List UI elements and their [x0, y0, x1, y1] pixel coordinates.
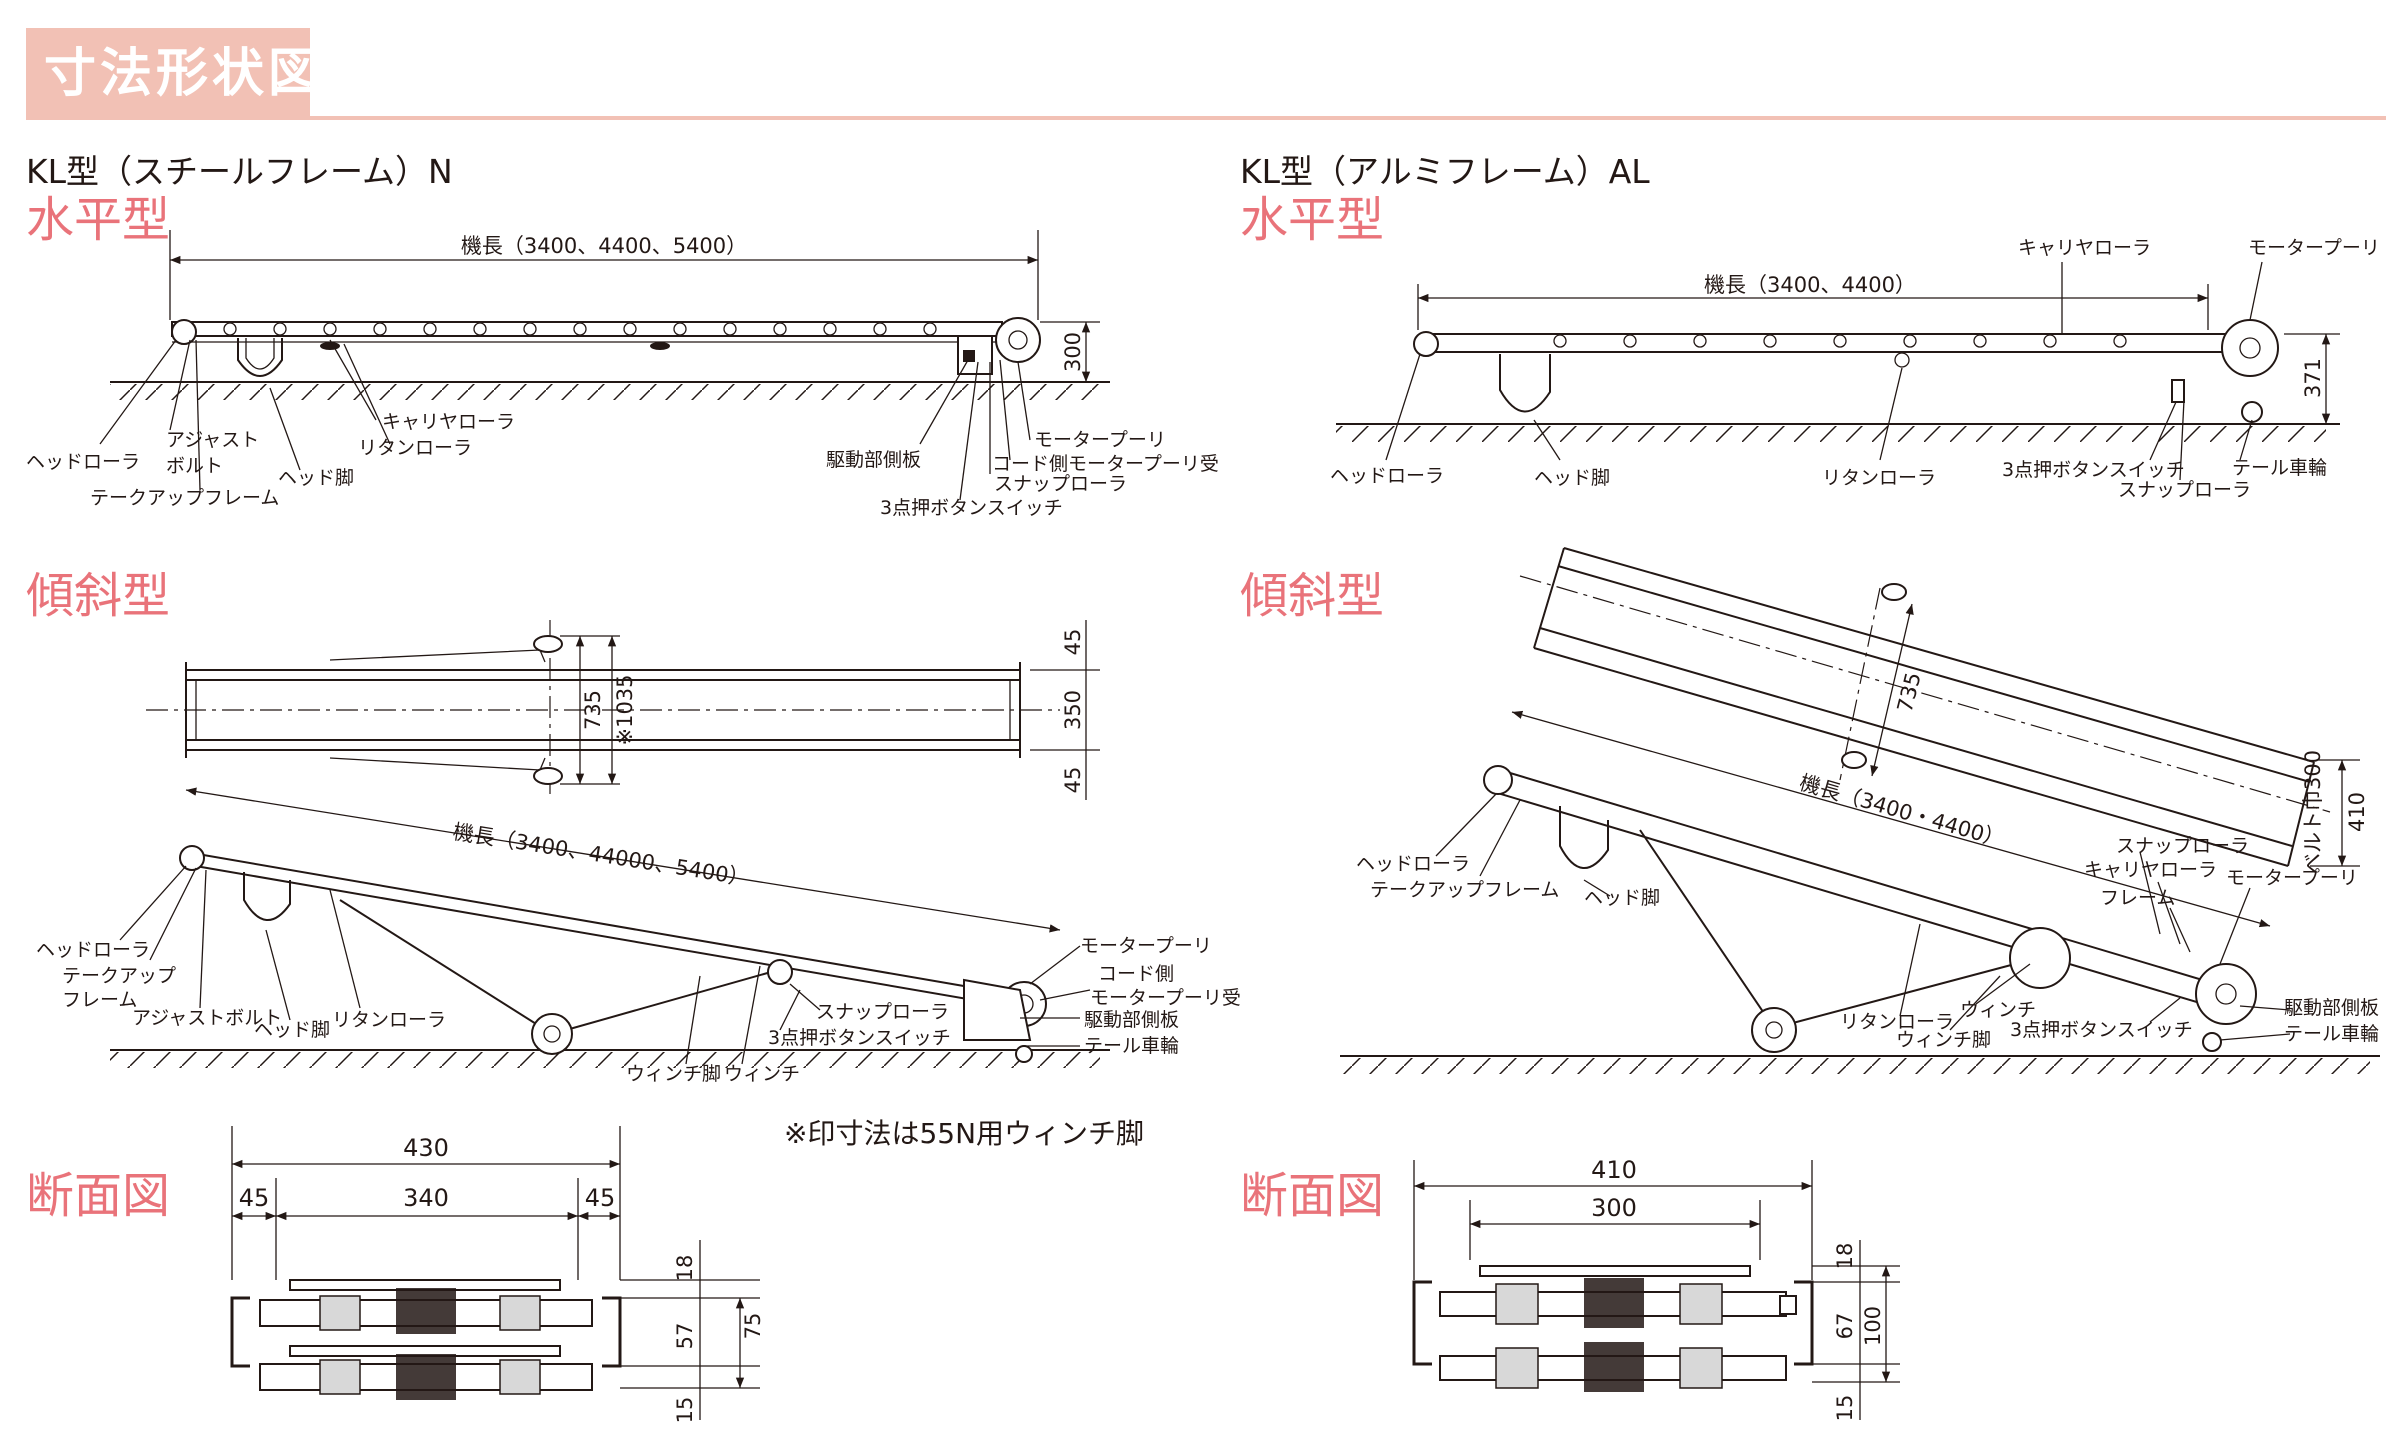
- left-section-title: 断面図: [26, 1168, 171, 1224]
- left-inclined-title: 傾斜型: [26, 568, 171, 624]
- right-horizontal-title: 水平型: [1240, 192, 1385, 248]
- left-h-label-head-leg: ヘッド脚: [278, 467, 354, 489]
- left-sec-dim-18: 18: [673, 1255, 697, 1282]
- right-i-label-tail-wheel: テール車輪: [2284, 1023, 2379, 1045]
- left-h-label-drive-plate: 駆動部側板: [826, 449, 921, 471]
- left-i-label-motor: モータープーリ: [1080, 935, 1212, 957]
- right-inclined-drawing: 735 ベルト巾300 410 機長（3400・4400）: [1340, 547, 2380, 1074]
- right-model-title: KL型（アルミフレーム）AL: [1240, 152, 1650, 191]
- right-i-label-drive-plate: 駆動部側板: [2284, 997, 2379, 1019]
- right-i-label-switch: 3点押ボタンスイッチ: [2010, 1019, 2193, 1041]
- right-i-label-winch: ウィンチ: [1960, 999, 2036, 1021]
- left-h-label-return: リタンローラ: [358, 437, 472, 459]
- left-horizontal-title: 水平型: [26, 192, 171, 248]
- right-i-length-dim: 機長（3400・4400）: [1797, 771, 2007, 852]
- right-h-length-dim: 機長（3400、4400）: [1704, 273, 1916, 297]
- header-tag: [26, 28, 310, 118]
- left-i-label-return: リタンローラ: [332, 1009, 446, 1031]
- left-h-label-cord: コード側モータープーリ受: [992, 453, 1219, 475]
- left-cross-section-drawing: 430 45 340 45 18 57 75 15: [230, 1126, 765, 1424]
- left-h-label-snap: スナップローラ: [994, 473, 1127, 495]
- left-sec-dim-75: 75: [741, 1313, 765, 1340]
- left-h-length-dim: 機長（3400、4400、5400）: [461, 234, 747, 258]
- left-horizontal-drawing: 機長（3400、4400、5400） 300: [26, 230, 1219, 519]
- left-h-label-takeup: テークアップフレーム: [90, 487, 279, 509]
- right-i-label-snap: スナップローラ: [2116, 835, 2249, 857]
- left-h-label-head-roller: ヘッドローラ: [26, 451, 140, 473]
- left-sec-dim-340: 340: [403, 1184, 449, 1212]
- right-sec-dim-67: 67: [1833, 1313, 1857, 1340]
- right-h-label-carrier: キャリヤローラ: [2018, 237, 2151, 259]
- left-i-dim-735: 735: [581, 690, 605, 730]
- right-sec-dim-18: 18: [1833, 1243, 1857, 1270]
- right-inclined-title: 傾斜型: [1240, 568, 1385, 624]
- left-sec-dim-45a: 45: [239, 1184, 270, 1212]
- right-h-label-motor: モータープーリ: [2248, 237, 2380, 259]
- right-i-label-return: リタンローラ: [1840, 1011, 1954, 1033]
- header-divider: [26, 116, 2386, 120]
- left-i-label-cord-2: モータープーリ受: [1090, 987, 1241, 1009]
- right-i-dim-410: 410: [2345, 792, 2369, 832]
- right-h-label-head-roller: ヘッドローラ: [1330, 465, 1444, 487]
- left-i-label-winch-leg: ウィンチ脚: [626, 1063, 721, 1085]
- left-i-dim-45b: 45: [1061, 767, 1085, 794]
- left-i-label-adjust: アジャストボルト: [132, 1007, 282, 1029]
- left-i-label-head-leg: ヘッド脚: [254, 1019, 330, 1041]
- right-i-dim-735: 735: [1893, 670, 1926, 715]
- left-i-label-head-roller: ヘッドローラ: [36, 939, 150, 961]
- right-i-label-motor: モータープーリ: [2226, 867, 2358, 889]
- left-sec-dim-430: 430: [403, 1134, 449, 1162]
- left-i-length-dim: 機長（3400、44000、5400）: [451, 820, 751, 891]
- right-sec-dim-300: 300: [1591, 1194, 1637, 1222]
- page-title: 寸法形状図: [44, 44, 325, 104]
- right-sec-dim-410: 410: [1591, 1156, 1637, 1184]
- right-h-label-snap: スナップローラ: [2118, 479, 2251, 501]
- left-i-label-takeup-1: テークアップ: [62, 965, 176, 987]
- left-h-height-dim: 300: [1061, 332, 1085, 372]
- left-inclined-side-drawing: 機長（3400、44000、5400） ヘッドローラ テークアップ フレーム ア…: [36, 787, 1241, 1085]
- right-i-label-head-leg: ヘッド脚: [1584, 887, 1660, 909]
- right-i-label-head-roller: ヘッドローラ: [1356, 853, 1470, 875]
- left-i-label-winch: ウィンチ: [724, 1063, 800, 1085]
- right-i-label-takeup: テークアップフレーム: [1370, 879, 1559, 901]
- left-sec-dim-45b: 45: [585, 1184, 616, 1212]
- left-i-label-snap: スナップローラ: [816, 1001, 949, 1023]
- left-h-label-adjust-1: アジャスト: [166, 429, 259, 451]
- right-h-label-head-leg: ヘッド脚: [1534, 467, 1610, 489]
- left-i-label-cord-1: コード側: [1098, 963, 1174, 985]
- left-model-title: KL型（スチールフレーム）N: [26, 152, 453, 191]
- right-i-label-frame: フレーム: [2100, 887, 2175, 909]
- right-section-title: 断面図: [1240, 1168, 1385, 1224]
- left-i-dim-1035: ※1035: [613, 674, 637, 745]
- right-cross-section-drawing: 410 300 18 67 100 15: [1412, 1156, 1900, 1422]
- left-sec-dim-57: 57: [673, 1323, 697, 1350]
- left-sec-dim-15: 15: [673, 1397, 697, 1424]
- right-h-height-dim: 371: [2301, 358, 2325, 398]
- right-sec-dim-100: 100: [1861, 1306, 1885, 1346]
- left-i-dim-45a: 45: [1061, 629, 1085, 656]
- right-h-label-return: リタンローラ: [1822, 467, 1936, 489]
- left-h-label-motor: モータープーリ: [1034, 429, 1166, 451]
- left-i-dim-350: 350: [1061, 690, 1085, 730]
- left-h-label-adjust-2: ボルト: [166, 455, 223, 477]
- left-i-label-tail-wheel: テール車輪: [1084, 1035, 1179, 1057]
- right-i-dim-belt: ベルト巾300: [2301, 750, 2325, 874]
- winch-leg-note: ※印寸法は55N用ウィンチ脚: [784, 1117, 1145, 1150]
- left-inclined-plan-drawing: 735 ※1035 45 350 45: [146, 620, 1100, 800]
- left-i-label-takeup-2: フレーム: [62, 989, 137, 1011]
- left-i-label-drive-plate: 駆動部側板: [1084, 1009, 1179, 1031]
- left-i-label-switch: 3点押ボタンスイッチ: [768, 1027, 951, 1049]
- right-i-label-winch-leg: ウィンチ脚: [1896, 1029, 1991, 1051]
- right-h-label-tail-wheel: テール車輪: [2232, 457, 2327, 479]
- right-h-label-switch: 3点押ボタンスイッチ: [2002, 459, 2185, 481]
- right-horizontal-drawing: 機長（3400、4400） 371 キャリヤローラ モータープーリ ヘッドローラ…: [1330, 237, 2380, 501]
- right-sec-dim-15: 15: [1833, 1395, 1857, 1422]
- left-h-label-switch: 3点押ボタンスイッチ: [880, 497, 1063, 519]
- left-h-label-carrier: キャリヤローラ: [382, 411, 515, 433]
- right-i-label-carrier: キャリヤローラ: [2084, 859, 2217, 881]
